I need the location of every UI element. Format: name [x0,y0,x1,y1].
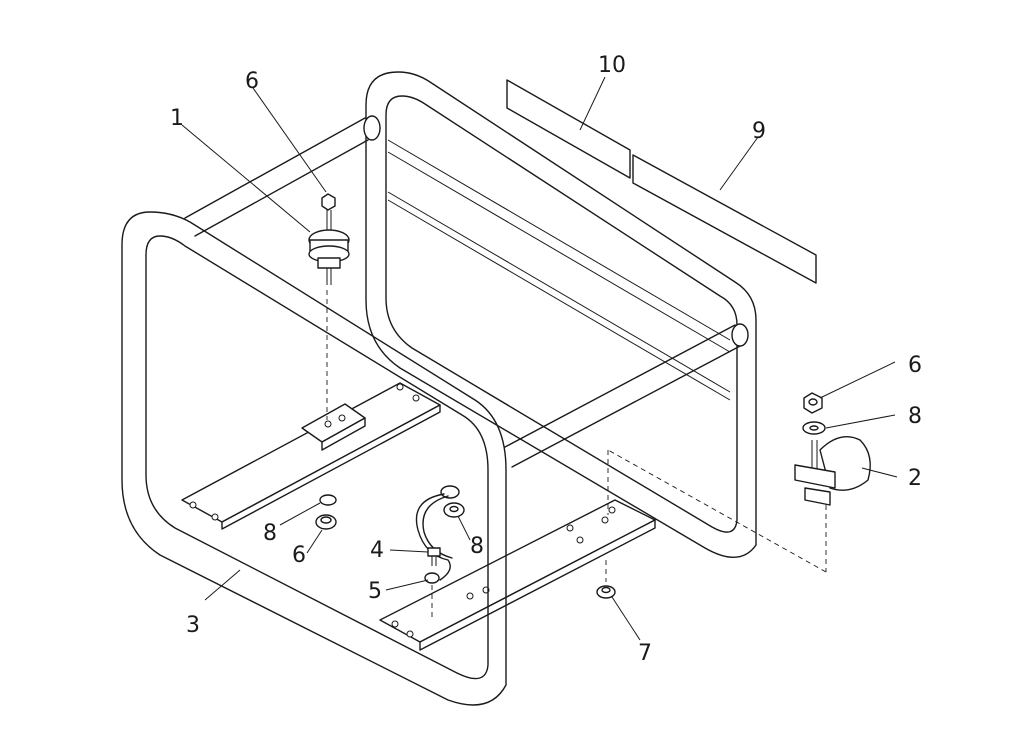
decal-10 [506,79,631,179]
base-rail-front [181,382,441,530]
mount-bracket [301,403,366,451]
part-8-washer-left [319,494,337,506]
callout-8-left: 8 [263,521,277,546]
callout-8-right: 8 [908,404,922,429]
part-2-rubber-mount [794,436,871,506]
callout-4: 4 [370,538,384,563]
callout-7: 7 [638,641,652,666]
base-rail-rear [379,499,656,651]
right-mount-line-diag [607,449,827,573]
part-6-nut-right [803,392,823,414]
callout-9: 9 [752,119,766,144]
callout-10: 10 [598,53,626,78]
decal-9 [632,154,817,284]
front-frame-loop [121,211,507,706]
leader-lines [181,76,898,641]
callout-6-left: 6 [292,543,306,568]
callout-6-right: 6 [908,353,922,378]
callout-6-top: 6 [245,69,259,94]
part-6-nut-top [321,193,336,211]
ground-wire [415,485,460,584]
callout-8-wire: 8 [470,534,484,559]
part-1-rubber-mount [308,210,350,285]
part-8-washer-right [802,421,826,435]
part-7-grommet [596,585,616,599]
part-8-washer-wire [443,502,465,518]
callout-3: 3 [186,613,200,638]
rear-frame-loop [365,71,757,558]
callout-1: 1 [170,106,184,131]
top-right-crossbar [504,323,749,468]
callout-5: 5 [368,579,382,604]
rear-panel [387,139,731,401]
part-6-nut-left [315,514,337,530]
top-left-crossbar [184,115,381,237]
callout-2: 2 [908,466,922,491]
